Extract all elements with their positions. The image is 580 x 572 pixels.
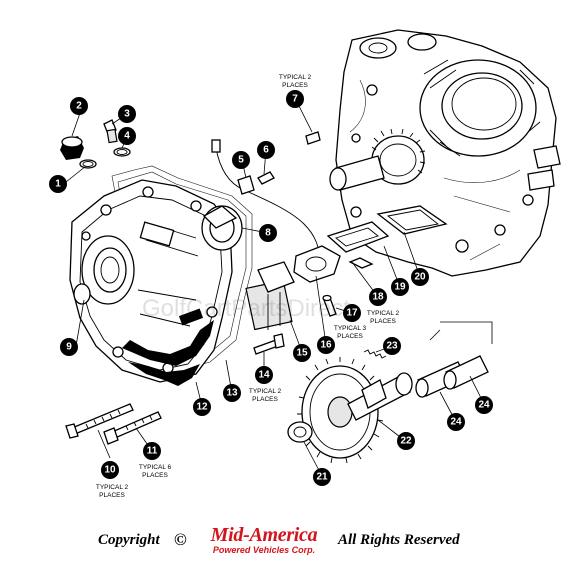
svg-text:24: 24 [478, 400, 490, 411]
crankcase-cover-illustration [69, 179, 233, 386]
svg-text:11: 11 [147, 446, 158, 457]
callout-11: 11 [143, 442, 161, 460]
callout-12: 12 [193, 398, 211, 416]
svg-text:3: 3 [124, 109, 130, 120]
svg-text:14: 14 [258, 370, 270, 381]
callout-2: 2 [70, 97, 88, 115]
rights-reserved-label: All Rights Reserved [338, 532, 460, 548]
svg-text:PLACES: PLACES [99, 492, 125, 499]
callout-6: 6 [257, 141, 275, 159]
svg-text:19: 19 [394, 282, 406, 293]
callout-18: 18 [369, 288, 387, 306]
svg-text:16: 16 [320, 340, 332, 351]
callout-24-left: 24 [447, 413, 465, 431]
callout-7: 7 [286, 90, 304, 108]
copyright-label: Copyright [98, 532, 160, 548]
oil-cap-parts-illustration [60, 119, 131, 169]
svg-text:PLACES: PLACES [370, 318, 396, 325]
svg-text:6: 6 [263, 145, 269, 156]
svg-text:18: 18 [372, 292, 384, 303]
svg-text:17: 17 [346, 308, 358, 319]
callout-1: 1 [49, 175, 67, 193]
svg-text:22: 22 [400, 436, 412, 447]
svg-text:2: 2 [76, 101, 82, 112]
copyright-symbol: © [174, 530, 187, 549]
callout-14: 14 [255, 366, 273, 384]
note-item-17: TYPICAL 3 PLACES [334, 325, 367, 340]
copyright-footer: Copyright © Mid-America Powered Vehicles… [0, 520, 580, 560]
camshaft-assembly-illustration [287, 349, 489, 464]
note-item-14: TYPICAL 2 PLACES [249, 388, 282, 403]
svg-text:13: 13 [226, 388, 238, 399]
svg-text:23: 23 [386, 341, 398, 352]
engine-block-illustration [329, 29, 561, 277]
callout-3: 3 [118, 105, 136, 123]
callout-8: 8 [259, 224, 277, 242]
svg-text:8: 8 [265, 228, 271, 239]
sensor-wire-illustration [201, 139, 321, 257]
svg-text:10: 10 [104, 465, 116, 476]
svg-text:TYPICAL 2: TYPICAL 2 [249, 388, 282, 395]
svg-text:TYPICAL 2: TYPICAL 2 [367, 310, 400, 317]
callout-22: 22 [397, 432, 415, 450]
note-item-18: TYPICAL 2 PLACES [367, 310, 400, 325]
svg-text:21: 21 [316, 472, 328, 483]
callout-9: 9 [60, 338, 78, 356]
callout-17: 17 [343, 304, 361, 322]
callout-23: 23 [383, 337, 401, 355]
svg-text:5: 5 [238, 155, 244, 166]
svg-text:TYPICAL 2: TYPICAL 2 [279, 74, 312, 81]
note-item-10: TYPICAL 2 PLACES [96, 484, 129, 499]
callout-20: 20 [411, 268, 429, 286]
svg-text:TYPICAL 3: TYPICAL 3 [334, 325, 367, 332]
note-item-7: TYPICAL 2 PLACES [279, 74, 312, 89]
svg-text:4: 4 [124, 131, 130, 142]
svg-text:TYPICAL 6: TYPICAL 6 [139, 464, 172, 471]
note-item-11: TYPICAL 6 PLACES [139, 464, 172, 479]
svg-text:PLACES: PLACES [337, 333, 363, 340]
svg-text:PLACES: PLACES [252, 396, 278, 403]
watermark: GolfCartPartsDirect [142, 295, 350, 322]
svg-text:TYPICAL 2: TYPICAL 2 [96, 484, 129, 491]
svg-text:12: 12 [196, 402, 208, 413]
svg-text:1: 1 [55, 179, 61, 190]
svg-text:24: 24 [450, 417, 462, 428]
callout-13: 13 [223, 384, 241, 402]
callout-21: 21 [313, 468, 331, 486]
callout-10: 10 [101, 461, 119, 479]
svg-text:PLACES: PLACES [142, 472, 168, 479]
callout-4: 4 [118, 127, 136, 145]
brand-logo: Mid-America Powered Vehicles Corp. [200, 524, 328, 558]
svg-text:20: 20 [414, 272, 426, 283]
brand-name: Mid-America [210, 524, 318, 546]
callout-15: 15 [293, 344, 311, 362]
bolts-illustration [65, 131, 321, 445]
svg-text:9: 9 [66, 342, 72, 353]
callout-24-right: 24 [475, 396, 493, 414]
svg-text:PLACES: PLACES [282, 82, 308, 89]
governor-switch-illustration [245, 245, 341, 331]
svg-text:15: 15 [296, 348, 308, 359]
callout-19: 19 [391, 278, 409, 296]
brand-tagline: Powered Vehicles Corp. [212, 545, 316, 555]
svg-text:7: 7 [292, 94, 298, 105]
governor-plate-illustration [326, 221, 390, 269]
callout-16: 16 [317, 336, 335, 354]
callout-5: 5 [232, 151, 250, 169]
